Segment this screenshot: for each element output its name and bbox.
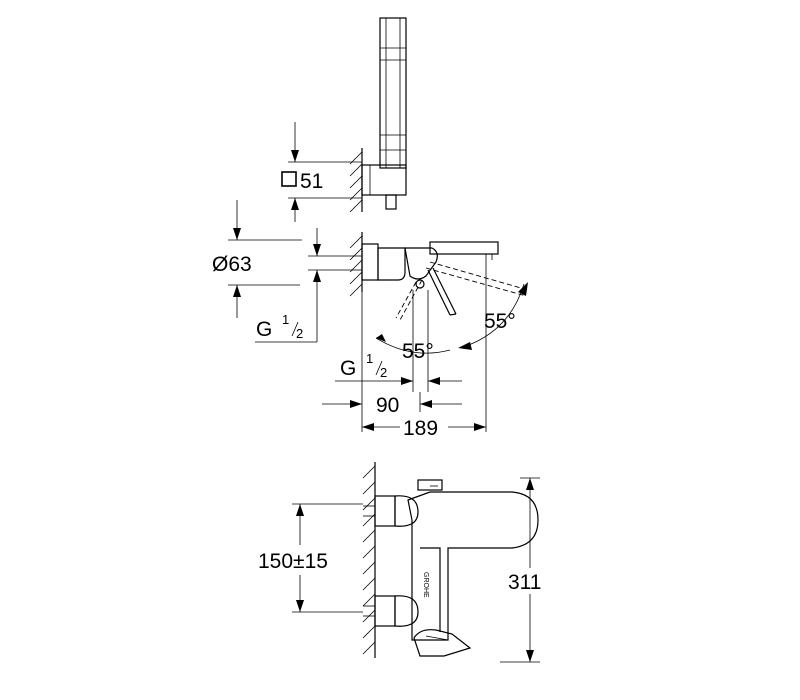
thread-left-label: G — [256, 318, 272, 341]
angle-left-label: 55° — [402, 340, 434, 363]
mixer-body-top — [352, 241, 529, 321]
thread-bottom-num: 1 — [366, 351, 373, 366]
total-depth-dimension: 189 — [362, 262, 487, 440]
mixer-body-front: GROHE — [363, 479, 539, 657]
thread-left-num: 1 — [282, 312, 289, 327]
thread-bottom-den: 2 — [380, 365, 387, 380]
angle-dimension-left: 55° — [375, 334, 451, 363]
total-depth-label: 189 — [403, 417, 438, 440]
inlet-spacing-dimension: 150±15 — [256, 503, 363, 613]
thread-left-den: 2 — [296, 326, 303, 341]
total-height-dimension: 311 — [500, 477, 554, 663]
wall-hatch-middle — [349, 232, 363, 297]
spout-offset-dimension: 90 — [322, 292, 462, 432]
hand-shower — [379, 17, 407, 169]
thread-bottom-label: G — [340, 357, 356, 380]
wall-hatch-lower — [362, 462, 376, 658]
thread-dimension-left: G 1 2 — [255, 228, 352, 343]
bracket-size-label: 51 — [300, 170, 323, 193]
total-height-label: 311 — [508, 571, 541, 594]
angle-right-label: 55° — [484, 310, 516, 333]
inlet-spacing-label: 150±15 — [258, 550, 328, 573]
spout-offset-label: 90 — [376, 394, 399, 417]
bracket-dimension: 51 — [281, 122, 362, 222]
brand-mark: GROHE — [422, 572, 429, 598]
shower-holder — [361, 164, 407, 210]
diameter-dimension: Ø63 — [212, 200, 302, 318]
wall-hatch-upper — [349, 148, 363, 213]
thread-dimension-bottom: G 1 2 — [335, 290, 462, 392]
angle-dimension-right: 55° — [458, 282, 528, 350]
diameter-label: Ø63 — [212, 253, 252, 276]
